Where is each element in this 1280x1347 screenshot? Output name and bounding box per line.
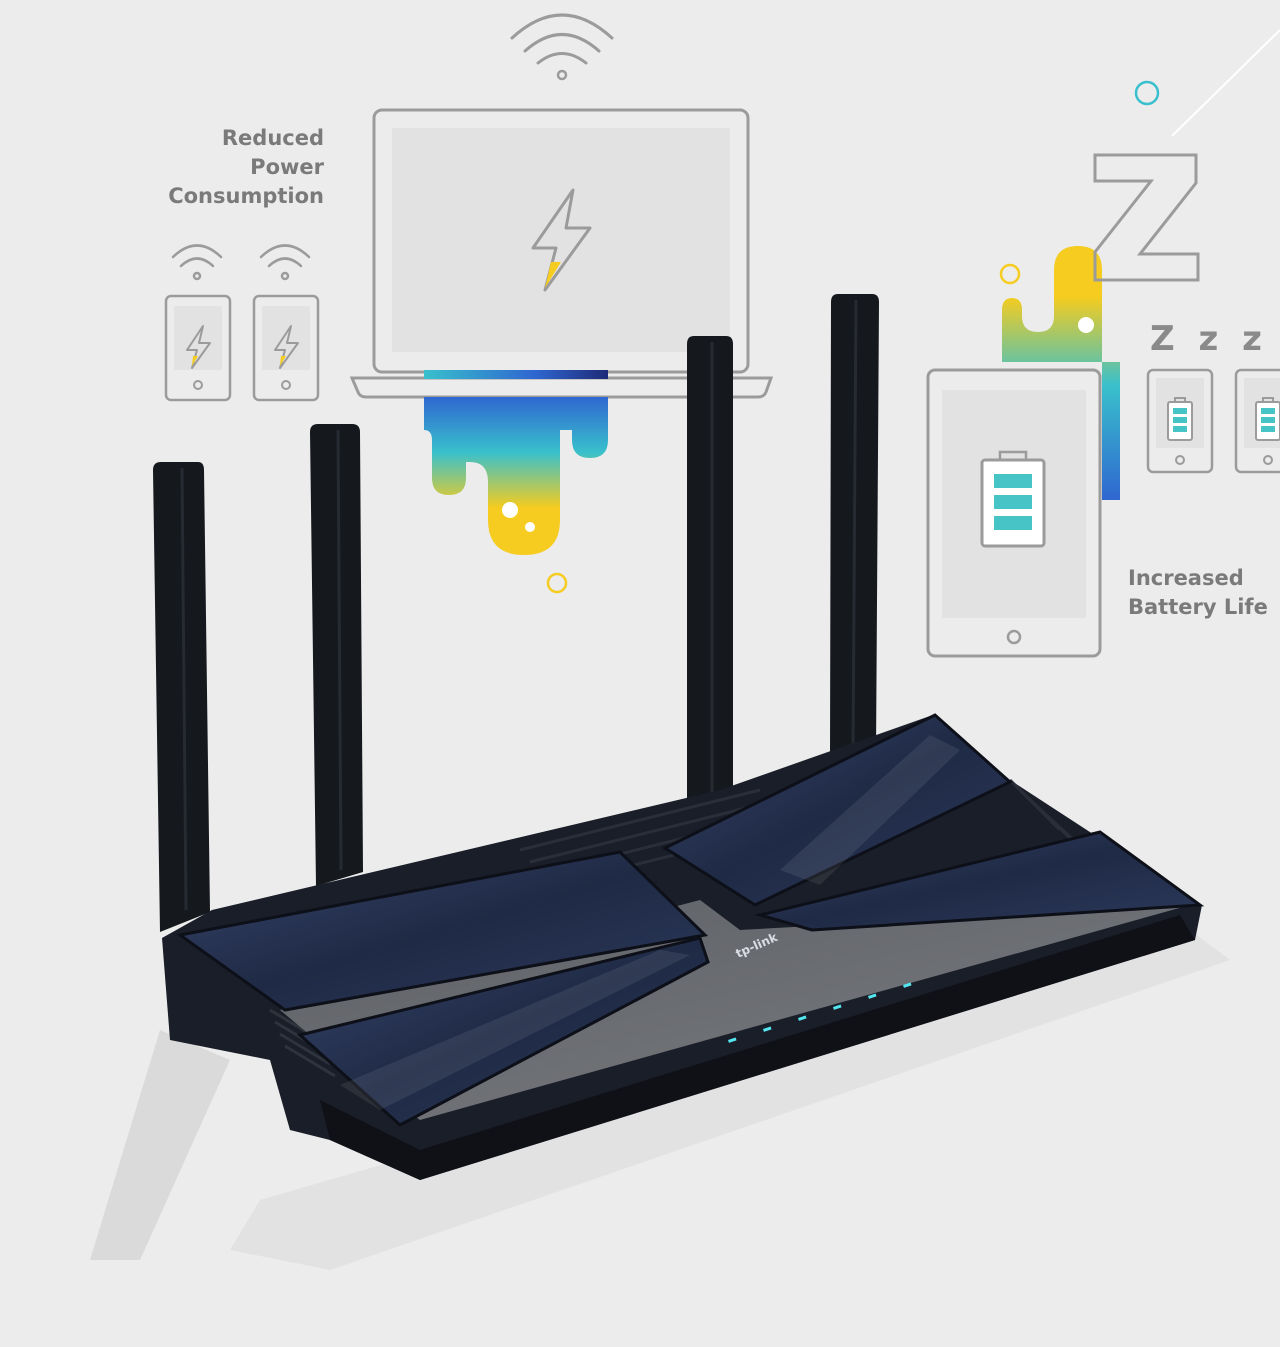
battery-icon: [980, 450, 1046, 548]
caption-line: Battery Life: [1128, 595, 1268, 619]
router-antenna: [310, 424, 363, 886]
router-device: [90, 294, 1230, 1270]
smartphone-icon-left-1: [164, 244, 232, 402]
sleep-z-text: Z z z: [1150, 319, 1268, 359]
status-led: [832, 1004, 842, 1010]
reduced-power-caption: Reduced Power Consumption: [120, 124, 324, 211]
status-led: [797, 1015, 807, 1021]
caption-line: Increased: [1128, 566, 1244, 590]
caption-line: Reduced: [221, 126, 324, 150]
smartphone-icon-right-2: [1234, 368, 1280, 474]
laptop-drip-decoration: [424, 397, 608, 594]
wifi-signal-icon: [510, 13, 614, 81]
router-panel-left-front: [296, 936, 710, 1127]
status-led: [763, 1026, 772, 1032]
router-antenna: [830, 294, 879, 760]
tablet-drip-decoration: [999, 29, 1280, 500]
status-led: [903, 982, 912, 988]
router-status-leds: [728, 982, 912, 1043]
router-panel-left-back: [176, 850, 709, 1012]
smartphone-icon-left-2: [252, 244, 320, 402]
smartphone-icon-right-1: [1146, 368, 1214, 474]
router-antenna: [153, 462, 210, 932]
caption-line: Consumption: [168, 184, 324, 208]
caption-line: Power: [250, 155, 324, 179]
router-panel-right-back: [661, 713, 1013, 907]
status-led: [728, 1037, 737, 1043]
status-led: [867, 993, 877, 999]
increased-battery-caption: Increased Battery Life: [1128, 564, 1278, 622]
router-panel-right-front: [754, 830, 1205, 932]
lightning-bolt-icon: [531, 188, 592, 292]
router-antenna: [687, 336, 733, 800]
sleep-z-icon: [1093, 153, 1200, 282]
